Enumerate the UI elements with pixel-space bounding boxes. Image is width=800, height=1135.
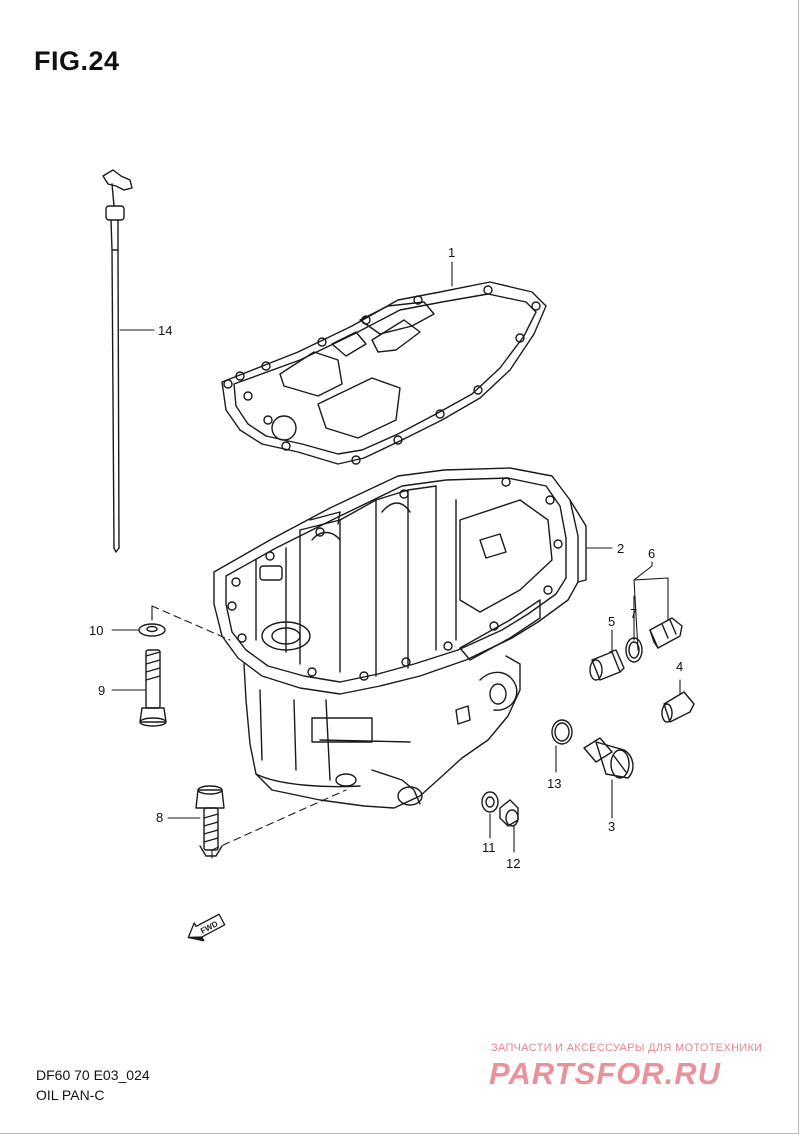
callout-3: 3: [608, 819, 615, 834]
figure-title: FIG.24: [34, 46, 120, 76]
sensor-part-6: [649, 617, 683, 649]
callout-2: 2: [617, 541, 624, 556]
diagram-name: OIL PAN-C: [36, 1087, 105, 1103]
callout-14: 14: [158, 323, 172, 338]
watermark-tagline: ЗАПЧАСТИ И АКСЕССУАРЫ ДЛЯ МОТОТЕХНИКИ: [491, 1042, 763, 1054]
washer-part-10: [138, 623, 166, 637]
o-ring-part-7: [625, 637, 643, 663]
dipstick-part-14: [102, 169, 133, 553]
callout-7: 7: [630, 606, 637, 621]
diagram-code: DF60 70 E03_024: [36, 1067, 150, 1083]
callout-11: 11: [482, 840, 496, 855]
callout-13: 13: [547, 776, 561, 791]
oil-pan-part-2: [213, 467, 587, 809]
callout-1: 1: [448, 245, 455, 260]
leader-lines: [111, 261, 681, 859]
bolt-part-12: [499, 799, 519, 827]
o-ring-part-13: [551, 719, 573, 745]
callout-9: 9: [98, 683, 105, 698]
fwd-direction-arrow: FWD: [187, 913, 226, 942]
bolt-part-9: [139, 649, 167, 727]
callout-4: 4: [676, 659, 683, 674]
plug-part-5: [589, 649, 625, 681]
plug-part-4: [661, 691, 695, 723]
callout-12: 12: [506, 856, 520, 871]
leader-6: [633, 561, 669, 651]
callout-6: 6: [648, 546, 655, 561]
callout-10: 10: [89, 623, 103, 638]
callout-8: 8: [156, 810, 163, 825]
washer-part-11: [481, 791, 499, 813]
bolt-part-8: [195, 785, 225, 857]
watermark-logo: PARTSFOR.RU: [489, 1056, 722, 1091]
gasket-part-1: [221, 281, 547, 465]
callout-labels: 1 2 3 4 5 6 7 8 9 10 11 12 13 14: [89, 245, 683, 871]
callout-5: 5: [608, 614, 615, 629]
drain-plug-part-3: [583, 737, 634, 779]
